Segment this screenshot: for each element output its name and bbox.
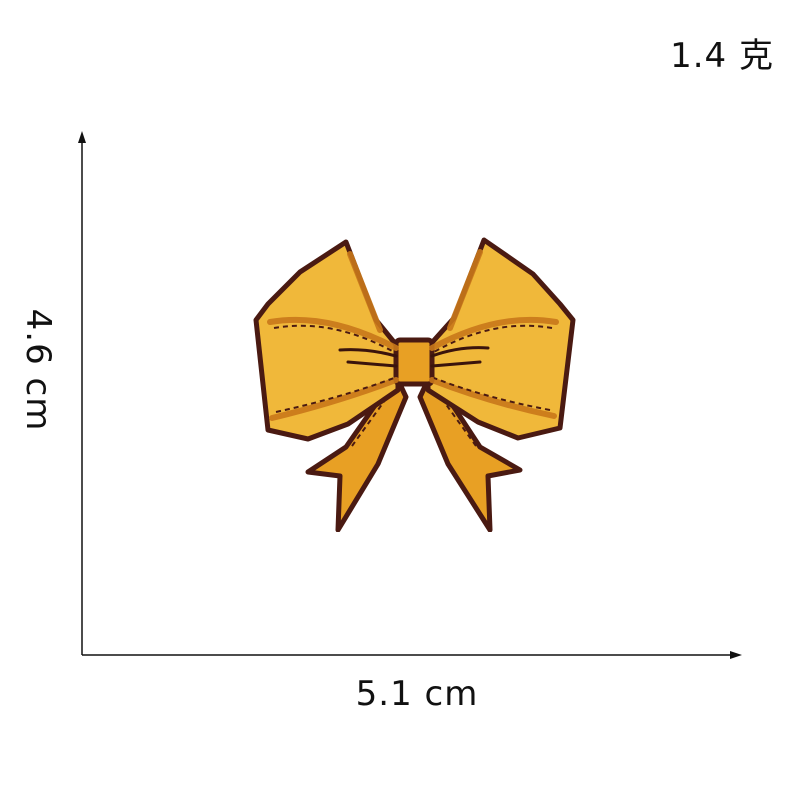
- left-tail: [305, 377, 409, 532]
- height-dimension-label: 4.6 cm: [18, 308, 58, 432]
- bow-knot: [393, 337, 435, 387]
- vertical-arrow-head: [78, 131, 86, 143]
- weight-label: 1.4 克: [670, 36, 774, 76]
- horizontal-arrow-head: [730, 651, 742, 659]
- width-dimension-label: 5.1 cm: [355, 674, 479, 714]
- bow-patch-icon: [253, 237, 576, 532]
